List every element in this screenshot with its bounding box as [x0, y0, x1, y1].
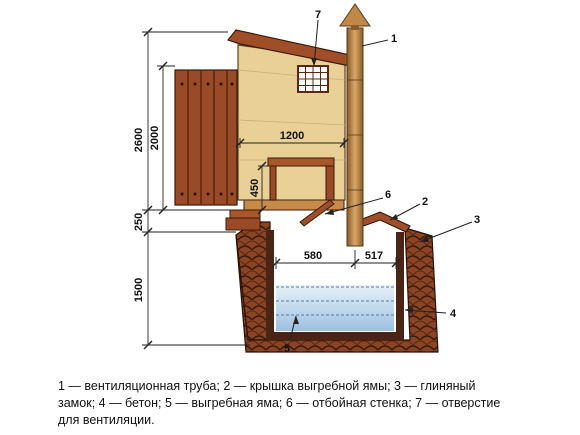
- dim-250-label: 250: [133, 213, 145, 231]
- caption: 1 — вентиляционная труба; 2 — крышка выг…: [58, 378, 573, 429]
- dim-450-label: 450: [249, 179, 261, 197]
- callout-6: 6: [385, 189, 391, 201]
- callout-4: 4: [450, 308, 457, 320]
- dim-1200-label: 1200: [280, 130, 304, 142]
- dim-2000-label: 2000: [149, 126, 161, 150]
- caption-line-2: замок; 4 — бетон; 5 — выгребная яма; 6 —…: [58, 396, 501, 410]
- callout-2: 2: [422, 196, 428, 208]
- dim-2600-label: 2600: [133, 128, 145, 152]
- door: [174, 69, 238, 206]
- dimension-ticks: [143, 27, 401, 350]
- vent-window: [297, 65, 329, 93]
- callout-1: 1: [391, 33, 397, 45]
- concrete-wall: [266, 230, 404, 340]
- dim-517-label: 517: [365, 250, 383, 262]
- caption-line-3: для вентиляции.: [58, 413, 155, 427]
- caption-line-1: 1 — вентиляционная труба; 2 — крышка выг…: [58, 379, 476, 393]
- ventilation-pipe: [339, 3, 371, 247]
- callout-3: 3: [474, 214, 480, 226]
- callout-7: 7: [315, 9, 321, 21]
- cesspit: [274, 232, 396, 332]
- callout-5: 5: [284, 343, 290, 355]
- dimension-lines: [142, 31, 397, 346]
- dim-580-label: 580: [304, 250, 322, 262]
- dim-1500-label: 1500: [133, 278, 145, 302]
- deflector-wall: [299, 199, 335, 227]
- callout-arrows: [293, 58, 429, 324]
